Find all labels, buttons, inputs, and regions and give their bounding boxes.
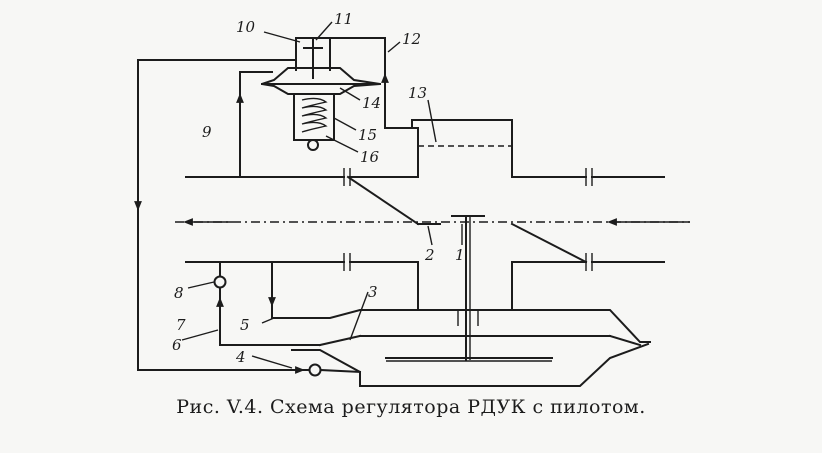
- throttle-8: [213, 275, 227, 289]
- label-16: 16: [360, 148, 380, 166]
- label-6: 6: [172, 336, 182, 354]
- label-10: 10: [236, 18, 256, 36]
- label-7: 7: [176, 316, 186, 334]
- label-2: 2: [424, 246, 435, 264]
- label-8: 8: [174, 284, 184, 302]
- label-15: 15: [358, 126, 377, 144]
- component-labels: 10 11 12 13 14 15 16 9 1 2 3 4 5 6 7 8: [172, 10, 465, 366]
- label-13: 13: [408, 84, 427, 102]
- leader-lines: [181, 21, 463, 369]
- main-pipe: [185, 168, 665, 271]
- label-12: 12: [402, 30, 421, 48]
- valve-disc-1: [451, 215, 485, 361]
- impulse-line-7: [134, 59, 362, 377]
- label-14: 14: [362, 94, 381, 112]
- throttle-4: [308, 363, 322, 377]
- pilot-valve: [261, 37, 381, 151]
- label-3: 3: [368, 283, 378, 301]
- impulse-line-6: [213, 261, 293, 346]
- membrane-actuator-3: [273, 309, 651, 387]
- label-4: 4: [235, 348, 246, 366]
- label-5: 5: [240, 316, 250, 334]
- label-11: 11: [334, 10, 353, 28]
- impulse-line-9: [236, 71, 273, 178]
- label-1: 1: [455, 246, 465, 264]
- impulse-line-12: [329, 37, 413, 129]
- figure-caption: Рис. V.4. Схема регулятора РДУК с пилото…: [176, 396, 646, 418]
- label-9: 9: [202, 123, 212, 141]
